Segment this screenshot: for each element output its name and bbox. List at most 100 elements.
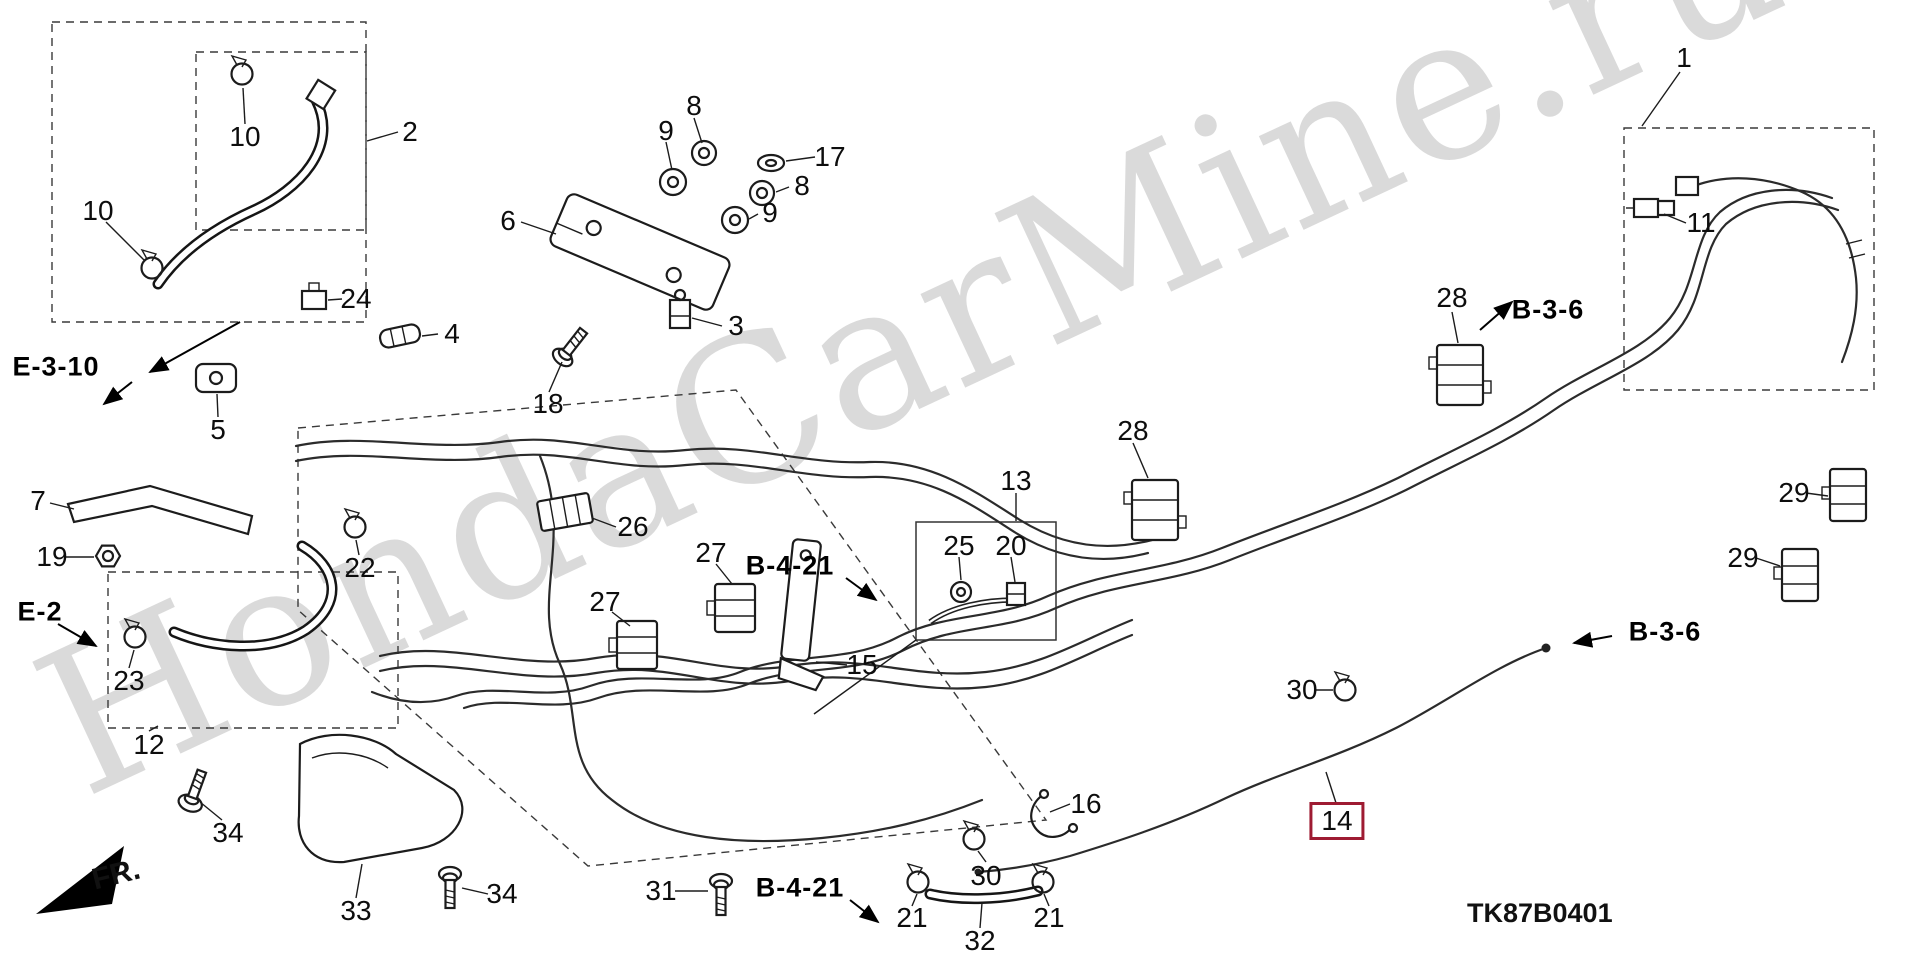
part-label-10a: 10 — [229, 121, 261, 152]
part-4-holder — [378, 323, 422, 349]
e-3-10-arrow-long — [148, 321, 241, 373]
part-10-clamp-top — [230, 54, 254, 86]
part-label-25: 25 — [943, 530, 975, 561]
upper-rail-a — [294, 438, 1154, 548]
part-8-grommet-b — [748, 179, 776, 207]
part-label-29b: 29 — [1727, 542, 1759, 573]
part-21-clamp-b — [1031, 862, 1055, 894]
part-18-bolt — [551, 326, 589, 368]
part-1-connector — [1674, 175, 1700, 197]
ref-label-b-3-6-top: B-3-6 — [1511, 294, 1585, 325]
part-label-8b: 8 — [794, 170, 810, 201]
part-label-29a: 29 — [1778, 477, 1810, 508]
part-label-4: 4 — [444, 318, 460, 349]
part-label-21a: 21 — [896, 902, 928, 933]
part-glyphs — [66, 54, 1868, 917]
part-28-clip-a — [1123, 478, 1187, 542]
part-30-clamp-lower — [962, 819, 986, 851]
part-20-clip — [1005, 581, 1027, 607]
group-box-part-2 — [51, 21, 367, 323]
part-34-bolt-a — [177, 768, 208, 813]
part-26-clamp-block — [536, 492, 594, 532]
part-label-24: 24 — [340, 283, 372, 314]
pipe-13-piece-core — [929, 598, 1015, 623]
part-label-8a: 8 — [686, 90, 702, 121]
part-label-30a: 30 — [1286, 674, 1318, 705]
hoses — [152, 78, 1044, 905]
part-31-bolt — [708, 872, 734, 917]
part-6-bracket — [549, 193, 731, 311]
part-label-28a: 28 — [1117, 415, 1149, 446]
part-label-6: 6 — [500, 205, 516, 236]
b-3-6-top-arrow — [1479, 300, 1514, 331]
ref-label-e-3-10: E-3-10 — [12, 351, 100, 382]
part-label-28b: 28 — [1436, 282, 1468, 313]
main-pipe-a — [370, 188, 1834, 704]
part-label-13: 13 — [1000, 465, 1032, 496]
part-5-grommet — [194, 362, 238, 394]
part-label-22: 22 — [344, 552, 376, 583]
loop-pipe — [538, 454, 984, 843]
upper-rail-b — [294, 453, 1150, 561]
group-box-main-assembly — [297, 389, 1048, 867]
part-label-17: 17 — [814, 141, 846, 172]
part-label-31: 31 — [645, 875, 677, 906]
fr-direction-arrow — [36, 846, 124, 914]
pipe-14-end-fitting — [1541, 643, 1551, 653]
part-label-21b: 21 — [1033, 902, 1065, 933]
part-34-bolt-b — [437, 865, 463, 910]
part-24-clip — [300, 282, 328, 311]
ref-label-b-3-6-bottom: B-3-6 — [1628, 616, 1702, 647]
part-27-clamp-block-a — [706, 582, 757, 634]
group-box-part-2-inner — [195, 51, 367, 231]
part-16-tube — [1030, 788, 1079, 838]
part-label-30b: 30 — [970, 860, 1002, 891]
part-17-washer — [756, 153, 786, 173]
part-label-9b: 9 — [762, 197, 778, 228]
part-label-20: 20 — [995, 530, 1027, 561]
part-15-bracket — [777, 538, 825, 692]
dashed-boundaries — [51, 21, 1875, 867]
fuel-pipes — [294, 175, 1866, 876]
part-label-7: 7 — [30, 485, 46, 516]
part-19-nut — [94, 544, 122, 568]
part-label-15: 15 — [846, 649, 878, 680]
part-33-shield — [297, 733, 464, 864]
part-9-grommet-a — [658, 167, 688, 197]
part-label-10b: 10 — [82, 195, 114, 226]
ref-arrows — [57, 300, 1613, 924]
part-30-clamp-mid — [1333, 670, 1357, 702]
part-label-9a: 9 — [658, 115, 674, 146]
part-label-33: 33 — [340, 895, 372, 926]
part-label-27a: 27 — [695, 537, 727, 568]
part-1-pipe — [1692, 177, 1858, 364]
part-label-23: 23 — [113, 665, 145, 696]
part-label-26: 26 — [617, 511, 649, 542]
part-label-16: 16 — [1070, 788, 1102, 819]
part-9-grommet-b — [720, 205, 750, 235]
pipe-14-tip — [974, 868, 982, 876]
part-label-11: 11 — [1686, 207, 1716, 238]
group-box-part-1 — [1623, 127, 1875, 391]
part-label-19: 19 — [36, 541, 68, 572]
ref-label-b-4-21-top: B-4-21 — [745, 550, 835, 581]
b-4-21-bottom-arrow — [849, 899, 880, 924]
part-label-12: 12 — [133, 729, 165, 760]
hose-12-inner — [171, 543, 335, 649]
e-2-arrow — [57, 623, 98, 648]
part-8-grommet-a — [690, 139, 718, 167]
part-29-clip-b — [1773, 547, 1820, 603]
leader-lines — [49, 71, 1829, 929]
hose-32-inner — [927, 888, 1041, 902]
main-pipe-b — [462, 200, 1840, 710]
part-label-34a: 34 — [212, 817, 244, 848]
part-25-grommet — [949, 580, 973, 604]
part-22-clamp — [343, 507, 367, 539]
part-label-32: 32 — [964, 925, 996, 956]
part-11-connector — [1626, 197, 1676, 219]
ref-label-b-4-21-bottom: B-4-21 — [755, 872, 845, 903]
part-label-14-highlighted: 14 — [1309, 802, 1365, 840]
return-pipe-14 — [976, 646, 1548, 874]
b-3-6-bottom-arrow — [1572, 631, 1613, 648]
